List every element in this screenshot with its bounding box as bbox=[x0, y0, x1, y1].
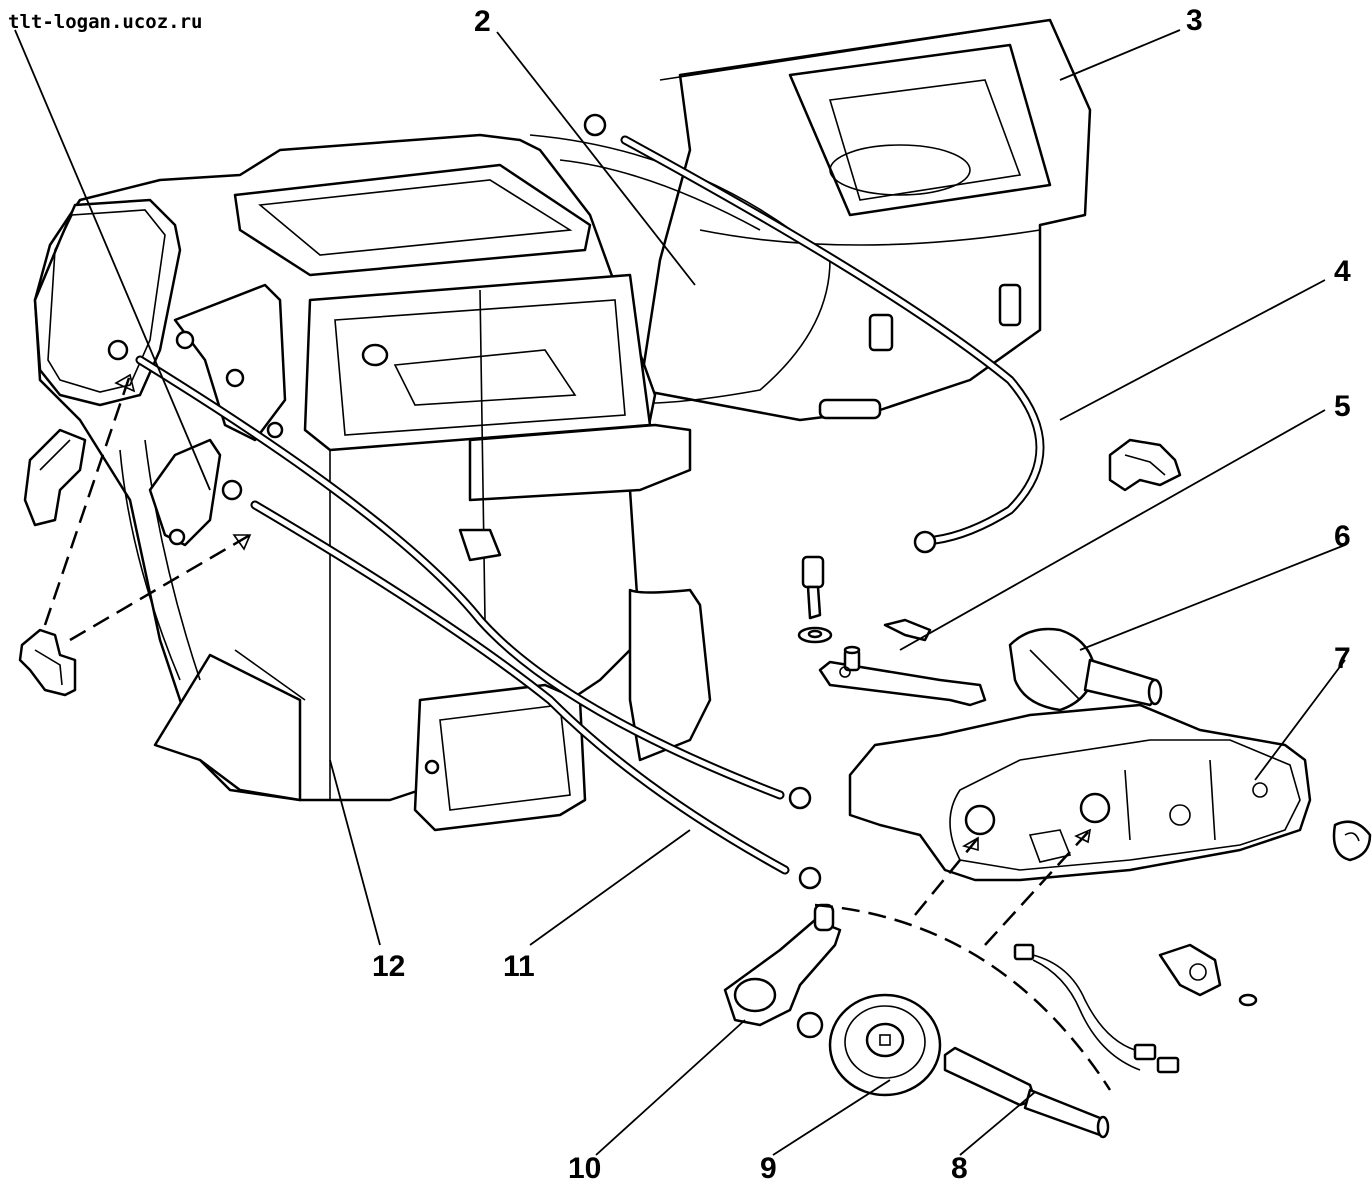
callout-5: 5 bbox=[1334, 390, 1351, 423]
callout-9: 9 bbox=[760, 1152, 777, 1184]
shaft bbox=[943, 1046, 1110, 1139]
callout-10: 10 bbox=[568, 1152, 601, 1184]
cable-clip-left bbox=[18, 628, 77, 697]
callout-3: 3 bbox=[1186, 4, 1203, 37]
cable-clip-right bbox=[1108, 438, 1182, 492]
leader-lines bbox=[14, 29, 1346, 1156]
cable-part-11-lower bbox=[221, 479, 822, 890]
heater-housing bbox=[23, 133, 712, 832]
bulb-holder bbox=[1158, 943, 1258, 1007]
assembly-line-3 bbox=[914, 837, 979, 916]
cable-part-11-upper bbox=[107, 339, 812, 810]
rotary-switch bbox=[1008, 627, 1163, 712]
cam-lever bbox=[723, 903, 842, 1039]
callout-labels: 2 3 4 5 6 7 8 9 10 11 12 bbox=[372, 4, 1351, 1185]
knob bbox=[828, 993, 942, 1097]
wire-harness bbox=[1013, 943, 1180, 1074]
callout-7: 7 bbox=[1334, 642, 1351, 675]
callout-12: 12 bbox=[372, 950, 405, 983]
callout-11: 11 bbox=[503, 950, 535, 983]
watermark: tlt-logan.ucoz.ru bbox=[8, 11, 202, 33]
control-panel-body bbox=[848, 703, 1372, 882]
lever-assembly bbox=[797, 555, 987, 707]
callout-8: 8 bbox=[951, 1152, 968, 1184]
assembly-line-2 bbox=[69, 533, 251, 642]
cable-part-4 bbox=[583, 113, 1045, 554]
assembly-line-1 bbox=[43, 374, 132, 626]
blower-housing bbox=[638, 18, 1092, 422]
callout-4: 4 bbox=[1334, 255, 1351, 288]
callout-6: 6 bbox=[1334, 520, 1351, 553]
callout-2: 2 bbox=[474, 5, 491, 38]
assembly-arc bbox=[814, 903, 1112, 1091]
